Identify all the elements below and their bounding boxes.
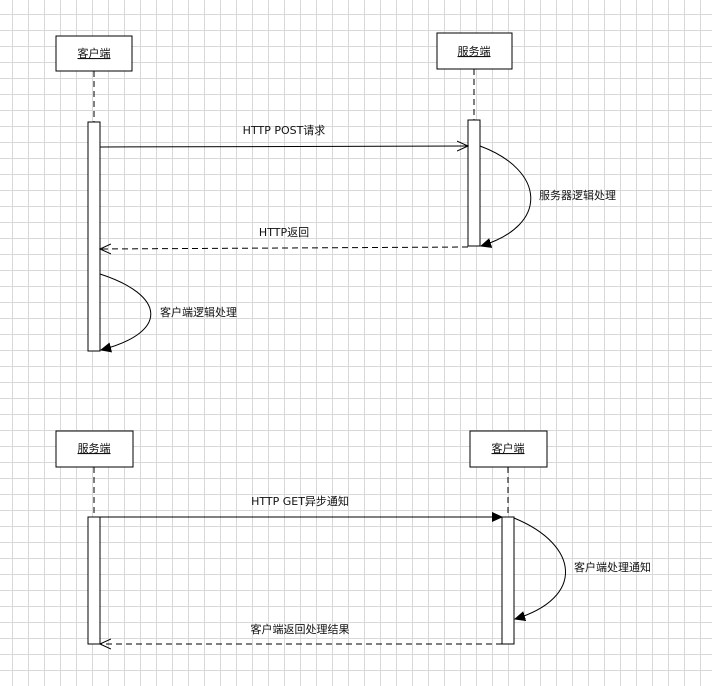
actor-server-label: 服务端 <box>458 45 491 58</box>
message-request-arrow[interactable] <box>99 146 468 147</box>
self-call-client-arrow[interactable] <box>513 517 566 619</box>
actor-client-label: 客户端 <box>78 46 111 60</box>
activation-server <box>467 119 481 247</box>
actor-server-label: 服务端 <box>78 442 111 455</box>
actor-server[interactable]: 服务端 <box>55 430 134 468</box>
actor-client-label: 客户端 <box>492 441 525 455</box>
actor-client[interactable]: 客户端 <box>469 430 548 468</box>
actor-client[interactable]: 客户端 <box>55 35 133 72</box>
message-return-arrow[interactable] <box>100 247 469 249</box>
self-call-client-label: 客户端处理通知 <box>574 560 651 574</box>
self-call-server-label: 服务器逻辑处理 <box>539 188 616 202</box>
diagram-2: 服务端 客户端 HTTP GET异步通知 客户端处理通知 客户端返回处理结果 <box>55 430 651 645</box>
self-call-client-arrow[interactable] <box>99 273 152 350</box>
activation-server <box>87 516 101 645</box>
self-call-server-arrow[interactable] <box>479 145 532 246</box>
message-result-label: 客户端返回处理结果 <box>251 622 350 636</box>
message-request-label: HTTP POST请求 <box>243 124 326 137</box>
actor-server[interactable]: 服务端 <box>436 32 513 70</box>
message-notify-label: HTTP GET异步通知 <box>251 494 349 508</box>
activation-client <box>501 516 515 645</box>
message-return-label: HTTP返回 <box>259 226 309 239</box>
activation-client <box>87 121 101 352</box>
diagram-1: 客户端 服务端 HTTP POST请求 服务器逻辑处理 HTTP返回 客户端逻辑… <box>55 32 616 352</box>
self-call-client-label: 客户端逻辑处理 <box>160 305 237 319</box>
